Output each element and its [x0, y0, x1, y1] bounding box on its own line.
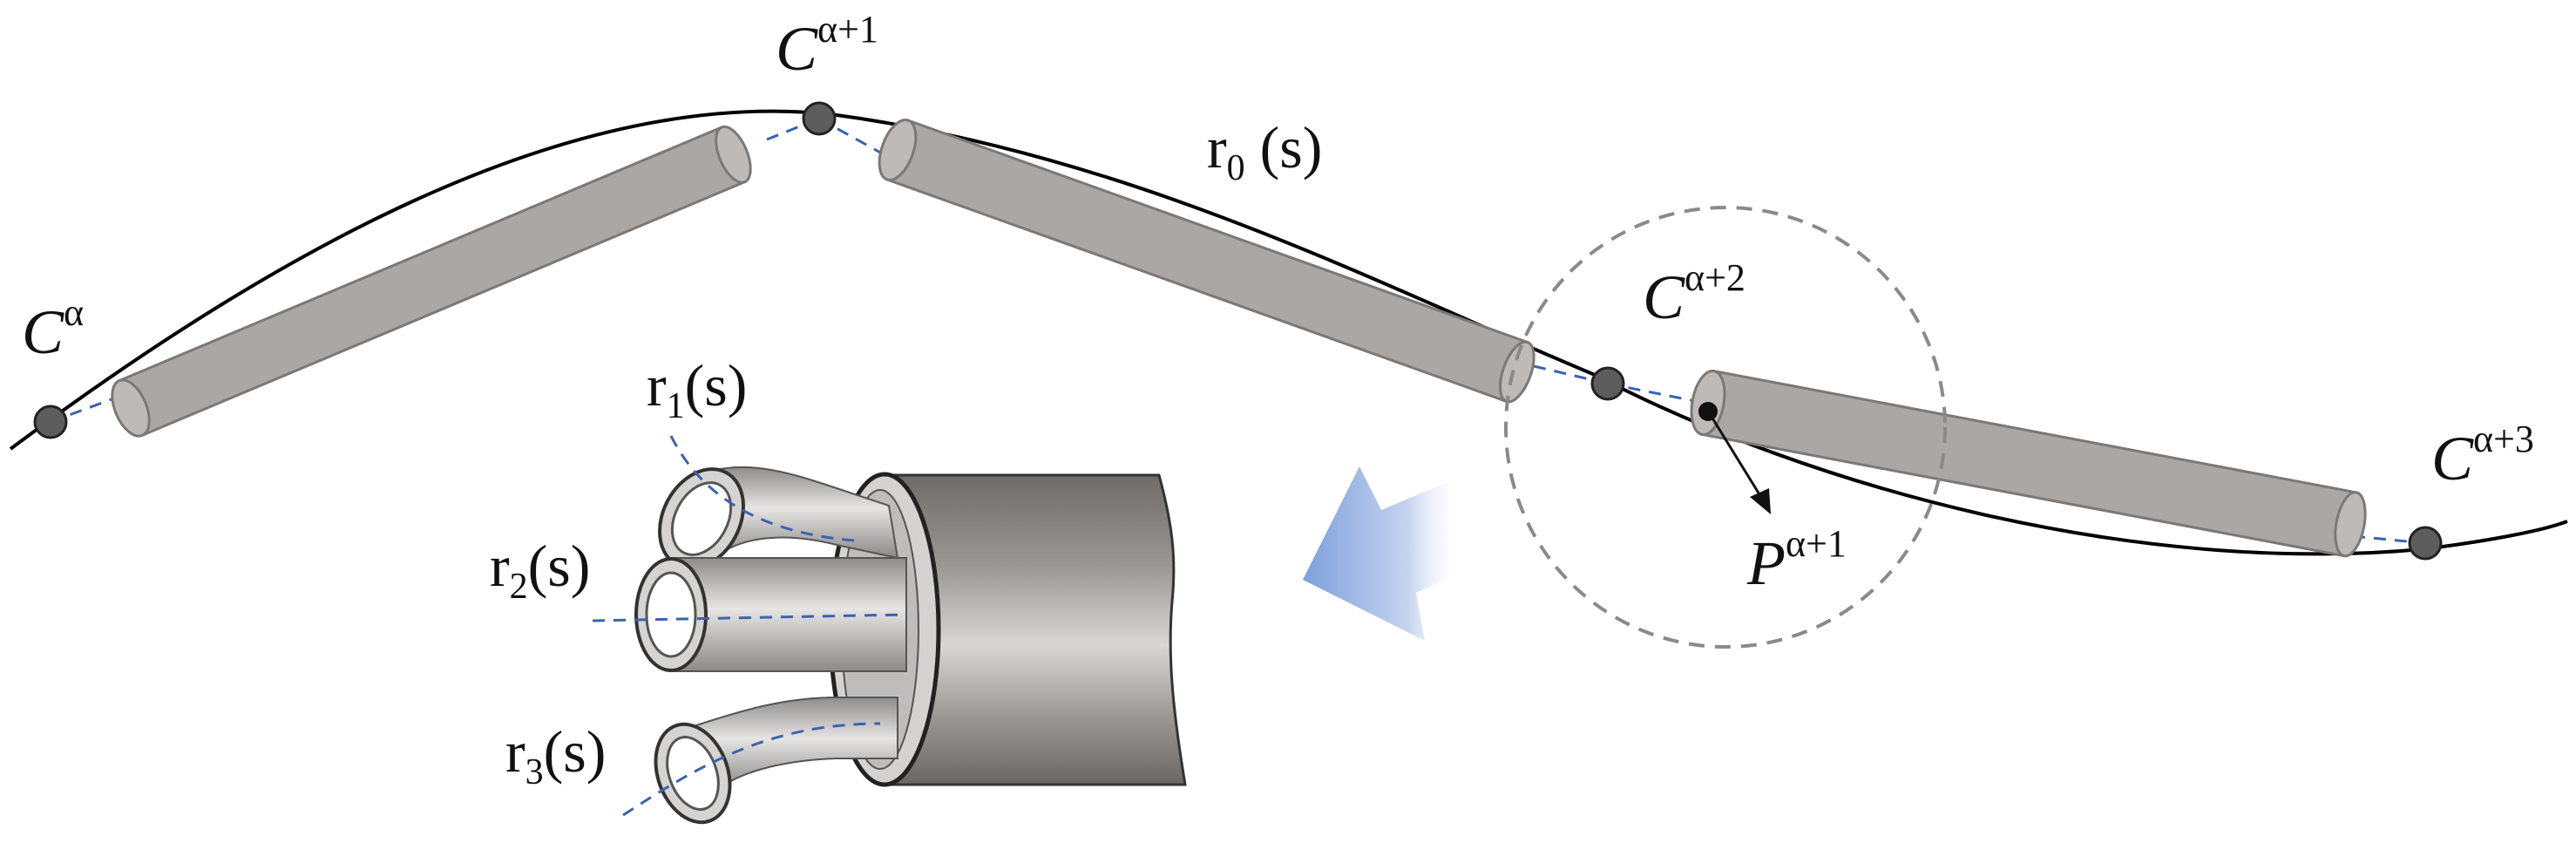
- label-r0: r0 (s): [1207, 114, 1322, 188]
- node-c-alpha-2: [1590, 366, 1625, 401]
- label-c-alpha-1: Cα+1: [776, 8, 878, 84]
- rod-segment-3: [1690, 369, 2367, 558]
- rod-segment-1: [111, 125, 752, 438]
- sheath-detail: [592, 435, 1187, 825]
- rod-segments: [111, 119, 2367, 558]
- tube-r1: [658, 466, 899, 570]
- outer-sheath: [883, 473, 1187, 786]
- label-c-alpha-2: Cα+2: [1643, 256, 1746, 332]
- p-pointer-arrow: [1710, 416, 1764, 500]
- label-c-alpha: Cα: [22, 291, 84, 367]
- label-r1: r1(s): [647, 352, 747, 426]
- rod-segment-2: [878, 119, 1535, 404]
- p-pointer-arrowhead: [1750, 488, 1771, 514]
- label-c-alpha-3: Cα+3: [2431, 418, 2534, 493]
- tube-centerlines: [592, 435, 907, 817]
- tube-r2: [634, 557, 907, 672]
- label-p-alpha-1: Pα+1: [1746, 522, 1847, 598]
- point-p-marker: [1698, 402, 1718, 421]
- zoom-circle: [1504, 206, 1947, 649]
- zoom-arrow-icon: [1303, 466, 1464, 641]
- label-r2: r2(s): [490, 533, 590, 607]
- node-c-alpha: [33, 405, 68, 439]
- node-c-alpha-3: [2408, 526, 2443, 561]
- nodes: [33, 101, 2443, 561]
- label-r3: r3(s): [505, 718, 606, 792]
- node-c-alpha-1: [802, 101, 837, 136]
- tube-r3: [654, 697, 898, 825]
